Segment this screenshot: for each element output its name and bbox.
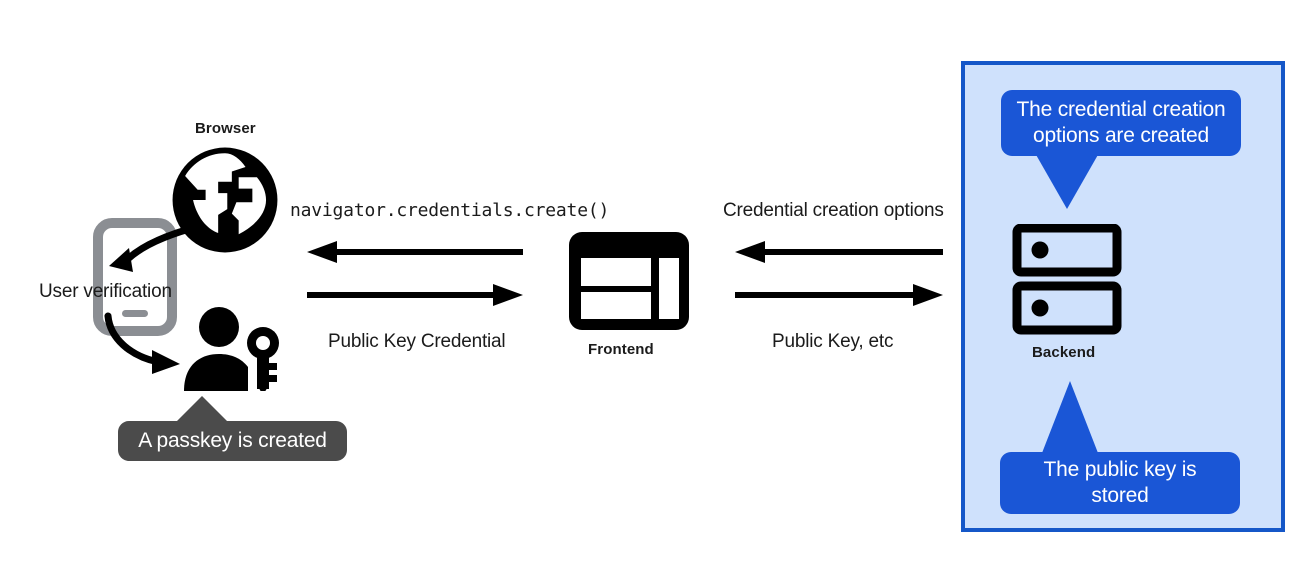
frontend-layout-icon — [569, 232, 689, 330]
person-with-key-icon — [184, 307, 279, 391]
flow-label-public-key-etc: Public Key, etc — [772, 331, 894, 352]
passkey-created-callout-tail — [176, 396, 228, 422]
flow-label-public-key-credential: Public Key Credential — [328, 331, 506, 352]
arrow-browser-to-phone — [109, 222, 204, 272]
server-rack-icon — [1012, 224, 1122, 335]
passkey-created-callout-text: A passkey is created — [138, 429, 327, 453]
arrow-frontend-to-browser — [307, 241, 523, 263]
public-key-stored-callout: The public key is stored — [1000, 452, 1240, 514]
options-created-callout: The credential creation options are crea… — [1001, 90, 1241, 156]
options-created-callout-line1: The credential creation — [1016, 98, 1226, 122]
public-key-stored-callout-line1: The public key is — [1043, 458, 1197, 482]
backend-label: Backend — [1032, 344, 1096, 361]
user-verification-label: User verification — [39, 281, 172, 302]
browser-label: Browser — [195, 120, 256, 137]
arrow-browser-to-frontend — [307, 284, 523, 306]
flow-label-navigator-create: navigator.credentials.create() — [290, 200, 610, 221]
arrow-backend-to-frontend — [735, 241, 943, 263]
flow-label-credential-creation-options: Credential creation options — [723, 200, 944, 221]
arrow-frontend-to-backend — [735, 284, 943, 306]
frontend-label: Frontend — [588, 341, 654, 358]
options-created-callout-line2: options are created — [1033, 124, 1209, 147]
options-created-callout-tail — [1035, 153, 1099, 209]
arrow-phone-to-user — [104, 312, 180, 374]
public-key-stored-callout-line2: stored — [1091, 484, 1149, 507]
mobile-phone-icon — [93, 218, 177, 336]
public-key-stored-callout-tail — [1042, 381, 1098, 453]
passkey-created-callout: A passkey is created — [118, 421, 347, 461]
